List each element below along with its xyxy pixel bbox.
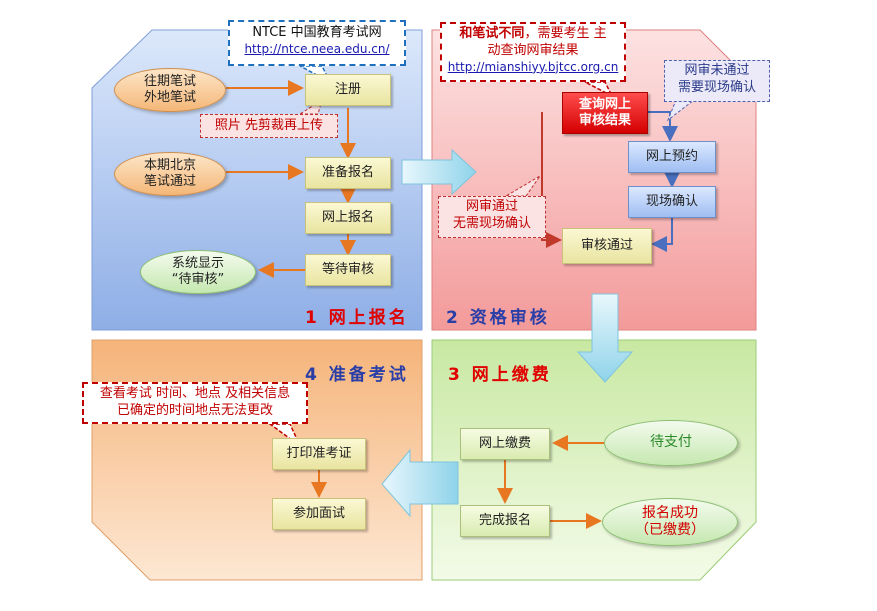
fail-callout: 网审未通过 需要现场确认 — [664, 60, 770, 102]
local-exam-line1: 本期北京 — [143, 157, 196, 173]
online-signup-box: 网上报名 — [305, 202, 391, 234]
review-link[interactable]: http://mianshiyy.bjtcc.org.cn — [447, 59, 619, 74]
top-review-callout: 和笔试不同，需要考生 主 动查询网审结果 http://mianshiyy.bj… — [440, 22, 626, 82]
online-payment-box: 网上缴费 — [460, 428, 550, 460]
wait-review-box: 等待审核 — [305, 254, 391, 286]
complete-signup-box: 完成报名 — [460, 505, 550, 537]
exam-info-callout: 查看考试 时间、地点 及相关信息 已确定的时间地点无法更改 — [82, 382, 308, 424]
callout-pointer-fail — [666, 99, 696, 122]
pass-callout-line2: 无需现场确认 — [452, 215, 531, 231]
ntce-link[interactable]: http://ntce.neea.edu.cn/ — [244, 41, 390, 56]
pass-callout-line1: 网审通过 — [465, 199, 518, 214]
arrow-query-to-passed — [541, 112, 562, 248]
register-box: 注册 — [305, 74, 391, 106]
top-review-rest: ，需要考生 主 — [524, 26, 607, 41]
success-line2: （已缴费） — [635, 522, 705, 538]
onsite-confirm-box: 现场确认 — [628, 186, 716, 218]
top-review-emph: 和笔试不同 — [459, 26, 525, 41]
photo-callout: 照片 先剪裁再上传 — [200, 114, 338, 138]
fail-callout-line2: 需要现场确认 — [677, 79, 756, 95]
top-review-line2: 动查询网审结果 — [487, 42, 579, 58]
fail-callout-line1: 网审未通过 — [684, 63, 750, 78]
panel-1-title: 1 网上报名 — [305, 308, 409, 328]
system-display-oval: 系统显示 “待审核” — [140, 250, 256, 294]
review-passed-box: 审核通过 — [562, 228, 652, 264]
prepare-box: 准备报名 — [305, 157, 391, 189]
system-display-line1: 系统显示 — [171, 255, 224, 271]
pending-payment-oval: 待支付 — [604, 420, 738, 466]
query-line1: 查询网上 — [578, 96, 631, 112]
exam-info-line1: 查看考试 时间、地点 及相关信息 — [99, 386, 291, 401]
success-line1: 报名成功 — [642, 504, 698, 521]
system-display-line2: “待审核” — [171, 272, 225, 287]
top-review-line1: 和笔试不同，需要考生 主 — [442, 26, 624, 43]
print-ticket-box: 打印准考证 — [272, 438, 366, 470]
pass-callout: 网审通过 无需现场确认 — [438, 196, 546, 238]
past-exam-line1: 往期笔试 — [143, 73, 196, 89]
exam-info-line2: 已确定的时间地点无法更改 — [116, 402, 273, 418]
arrow-onsite-to-passed — [651, 218, 673, 252]
ntce-callout: NTCE 中国教育考试网 http://ntce.neea.edu.cn/ — [228, 20, 406, 66]
panel-4-title: 4 准备考试 — [305, 365, 409, 385]
attend-interview-box: 参加面试 — [272, 498, 366, 530]
query-line2: 审核结果 — [578, 113, 631, 128]
local-exam-line2: 笔试通过 — [143, 174, 196, 189]
ntce-callout-title: NTCE 中国教育考试网 — [252, 25, 382, 40]
panel-3-title: 3 网上缴费 — [448, 365, 552, 385]
big-arrow-left — [381, 448, 459, 518]
query-result-box: 查询网上 审核结果 — [562, 92, 648, 134]
arrow-query-to-appt — [648, 111, 678, 142]
past-exam-oval: 往期笔试 外地笔试 — [114, 68, 226, 112]
online-appointment-box: 网上预约 — [628, 141, 716, 173]
panel-2-title: 2 资格审核 — [446, 308, 550, 328]
big-arrow-right — [401, 148, 477, 196]
past-exam-line2: 外地笔试 — [143, 90, 196, 105]
big-arrow-down — [576, 293, 634, 383]
local-exam-oval: 本期北京 笔试通过 — [114, 152, 226, 196]
signup-success-oval: 报名成功 （已缴费） — [602, 498, 738, 546]
